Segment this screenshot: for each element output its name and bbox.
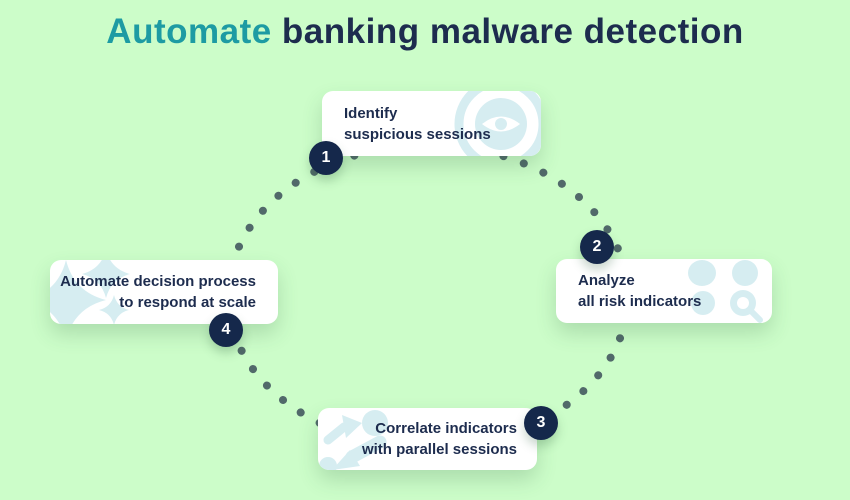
eye-icon: [454, 91, 541, 156]
step-card-1: Identify suspicious sessions: [322, 91, 541, 156]
title-rest: banking malware detection: [271, 12, 744, 51]
title-highlight: Automate: [106, 12, 272, 51]
step-card-3: Correlate indicators with parallel sessi…: [318, 408, 537, 470]
step-line-2: to respond at scale: [119, 294, 256, 311]
step-line-2: with parallel sessions: [361, 441, 517, 458]
step-line-2: suspicious sessions: [344, 125, 491, 143]
magnifier-glyph: [730, 290, 763, 323]
step-text: Automate decision process to respond at …: [50, 271, 278, 313]
step-text: Correlate indicators with parallel sessi…: [318, 418, 537, 460]
step-line-1: Automate decision process: [60, 273, 256, 290]
page-title: Automate banking malware detection: [0, 12, 850, 52]
step-line-1: Analyze: [578, 272, 635, 289]
step-line-1: Correlate indicators: [375, 420, 517, 437]
step-number-badge-3: 3: [524, 406, 558, 440]
shuffle-arrows-icon: [319, 410, 388, 470]
step-text: Identify suspicious sessions: [322, 103, 541, 145]
sparkles-icon: [50, 260, 130, 324]
step-text: Analyze all risk indicators: [556, 270, 772, 312]
step-line-2: all risk indicators: [578, 293, 702, 310]
step-number-badge-1: 1: [309, 141, 343, 175]
step-card-2: Analyze all risk indicators: [556, 259, 772, 323]
risk-indicators-icon: [688, 260, 763, 323]
step-line-1: Identify: [344, 104, 398, 122]
step-card-4: Automate decision process to respond at …: [50, 260, 278, 324]
step-number-badge-4: 4: [209, 313, 243, 347]
step-number-badge-2: 2: [580, 230, 614, 264]
